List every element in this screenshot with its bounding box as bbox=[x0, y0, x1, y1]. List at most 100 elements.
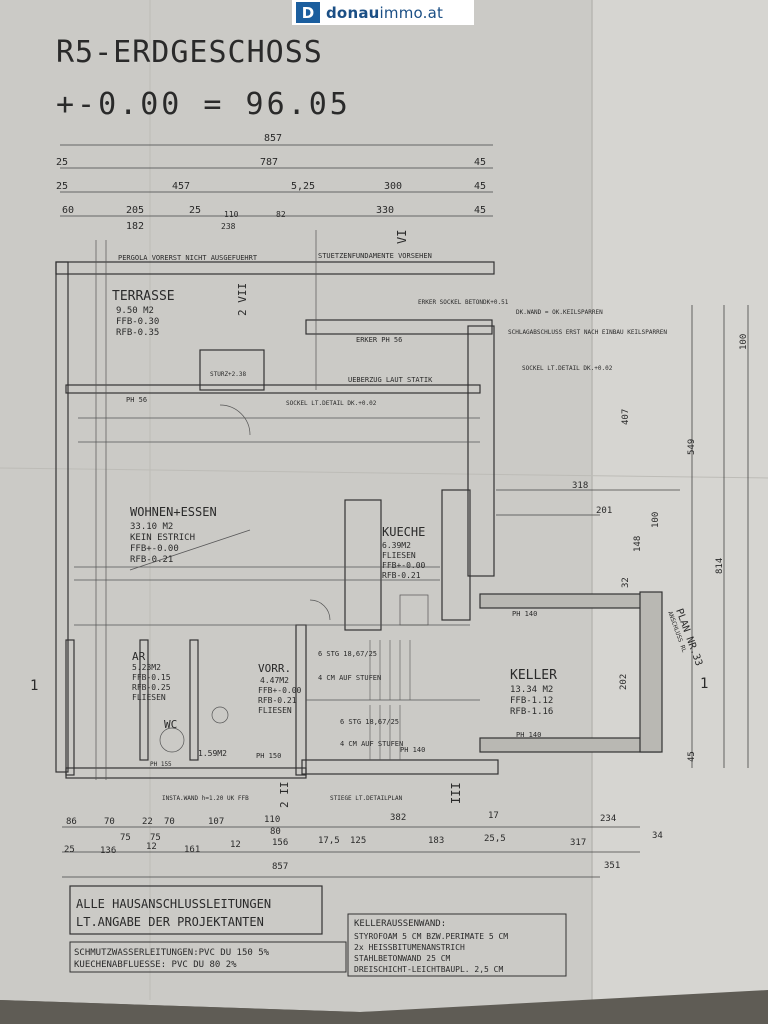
dim-text: 32 bbox=[621, 577, 631, 588]
dim-text: 318 bbox=[572, 481, 588, 491]
plan-elevation: +-0.00 = 96.05 bbox=[56, 87, 351, 122]
note-ph140: PH 140 bbox=[512, 610, 537, 618]
room-kueche: KUECHE 6.39M2 FLIESEN FFB+-0.00 RFB-0.21 bbox=[382, 525, 426, 580]
room-detail: RFB-0.25 bbox=[132, 683, 171, 692]
room-detail: FLIESEN bbox=[258, 706, 292, 715]
dim-text: 136 bbox=[100, 846, 116, 856]
dim-text: 857 bbox=[264, 133, 282, 144]
dim-text: 12 bbox=[146, 842, 157, 852]
dim-text: 814 bbox=[715, 558, 725, 574]
note-line: ALLE HAUSANSCHLUSSLEITUNGEN bbox=[76, 897, 271, 911]
dim-text: 234 bbox=[600, 814, 616, 824]
stair-annotations: 6 STG 18,67/25 4 CM AUF STUFEN 6 STG 18,… bbox=[318, 650, 403, 748]
room-ar: AR 5.23M2 FFB-0.15 RFB-0.25 FLIESEN bbox=[132, 650, 171, 702]
note-schlag: SCHLAGABSCHLUSS ERST NACH EINBAU KEILSPA… bbox=[508, 329, 667, 336]
note-ph150: PH 150 bbox=[256, 752, 281, 760]
stair-label: 4 CM AUF STUFEN bbox=[318, 674, 381, 682]
room-detail: FLIESEN bbox=[132, 693, 166, 702]
notes-box-basement-wall: KELLERAUSSENWAND: STYROFOAM 5 CM BZW.PER… bbox=[347, 913, 567, 977]
dim-text: 100 bbox=[651, 512, 661, 528]
notes-box-connections: ALLE HAUSANSCHLUSSLEITUNGEN LT.ANGABE DE… bbox=[69, 885, 323, 935]
note-line: 2x HEISSBITUMENANSTRICH bbox=[354, 943, 465, 952]
paper-fold bbox=[0, 467, 768, 479]
note-ph140: PH 140 bbox=[516, 731, 541, 739]
dim-text: 107 bbox=[208, 817, 224, 827]
note-erker: ERKER PH 56 bbox=[356, 336, 402, 344]
room-wohnen-essen: WOHNEN+ESSEN 33.10 M2 KEIN ESTRICH FFB+-… bbox=[130, 505, 217, 565]
room-detail: FFB-1.12 bbox=[510, 696, 553, 706]
right-dimension-lines bbox=[496, 305, 749, 768]
dim-text: 351 bbox=[604, 861, 620, 871]
plan-title: R5-ERDGESCHOSS bbox=[56, 35, 323, 70]
note-stuetzen: STUETZENFUNDAMENTE VORSEHEN bbox=[318, 252, 432, 260]
room-name: VORR. bbox=[258, 662, 291, 675]
room-wc: WC 1.59M2 bbox=[164, 718, 227, 758]
room-detail: 6.39M2 bbox=[382, 541, 411, 550]
dim-text: 80 bbox=[270, 827, 281, 837]
dim-text: 183 bbox=[428, 836, 444, 846]
top-dimensions: 857 25 787 45 25 457 5,25 300 45 60 205 … bbox=[56, 133, 486, 232]
bottom-dimension-lines bbox=[62, 826, 640, 878]
room-vorraum: VORR. 4.47M2 FFB+-0.00 RFB-0.21 FLIESEN bbox=[258, 662, 302, 715]
room-detail: FFB+-0.00 bbox=[130, 544, 179, 554]
dark-background bbox=[0, 990, 768, 1024]
logo-text: donauimmo.at bbox=[326, 4, 443, 22]
dim-text: 148 bbox=[633, 536, 643, 552]
dim-text: 330 bbox=[376, 205, 394, 216]
paper-fold-right bbox=[592, 0, 768, 1000]
room-name: AR bbox=[132, 650, 146, 663]
dim-text: 45 bbox=[687, 751, 697, 762]
dim-text: 70 bbox=[164, 817, 175, 827]
dim-text: 17,5 bbox=[318, 836, 340, 846]
dim-text: 17 bbox=[488, 811, 499, 821]
logo-brand-bold: donau bbox=[326, 3, 380, 22]
room-name: WOHNEN+ESSEN bbox=[130, 505, 217, 519]
note-ph155: PH 155 bbox=[150, 761, 172, 768]
dim-text: 86 bbox=[66, 817, 77, 827]
note-sockel-right: SOCKEL LT.DETAIL DK.+0.02 bbox=[522, 365, 613, 372]
bottom-dimensions: 86 70 22 70 107 110 382 17 234 75 75 80 … bbox=[64, 811, 663, 872]
note-line: DREISCHICHT-LEICHTBAUPL. 2,5 CM bbox=[354, 965, 503, 974]
room-detail: 4.47M2 bbox=[260, 676, 289, 685]
axis-mark-left: 1 bbox=[30, 678, 38, 694]
note-sturz: STURZ+2.38 bbox=[210, 371, 247, 378]
room-detail: 13.34 M2 bbox=[510, 685, 553, 695]
dim-text: 182 bbox=[126, 221, 144, 232]
walls bbox=[55, 261, 663, 779]
interior-lines bbox=[74, 230, 480, 780]
note-ueberzug: UEBERZUG LAUT STATIK bbox=[348, 376, 433, 384]
stair-label: 6 STG 18,67/25 bbox=[340, 718, 399, 726]
room-name: TERRASSE bbox=[112, 289, 175, 304]
dim-text: 161 bbox=[184, 845, 200, 855]
dim-text: 60 bbox=[62, 205, 74, 216]
room-detail: 1.59M2 bbox=[198, 749, 227, 758]
room-detail: 5.23M2 bbox=[132, 663, 161, 672]
stair-label: 6 STG 18,67/25 bbox=[318, 650, 377, 658]
room-detail: RFB-0.21 bbox=[130, 555, 173, 565]
dim-text: 382 bbox=[390, 813, 406, 823]
dim-text: 205 bbox=[126, 205, 144, 216]
dim-text: 156 bbox=[272, 838, 288, 848]
room-detail: RFB-1.16 bbox=[510, 707, 553, 717]
note-line: SCHMUTZWASSERLEITUNGEN:PVC DU 150 5% bbox=[74, 948, 270, 958]
note-sockel-mid: SOCKEL LT.DETAIL DK.+0.02 bbox=[286, 400, 377, 407]
room-detail: 33.10 M2 bbox=[130, 522, 173, 532]
section-mark-iii: III bbox=[449, 782, 463, 804]
dim-text: 82 bbox=[276, 210, 286, 219]
room-detail: RFB-0.21 bbox=[258, 696, 297, 705]
section-mark-vi: VI bbox=[395, 230, 409, 244]
watermark-logo: D donauimmo.at bbox=[292, 0, 474, 25]
dim-text: 110 bbox=[264, 815, 280, 825]
dim-text: 110 bbox=[224, 210, 239, 219]
room-detail: 9.50 M2 bbox=[116, 306, 154, 316]
note-stiege: STIEGE LT.DETAILPLAN bbox=[330, 795, 403, 802]
right-dimensions: 100 407 549 814 148 100 318 201 202 45 3… bbox=[572, 334, 749, 762]
room-name: KELLER bbox=[510, 668, 557, 683]
notes-box-drainage: SCHMUTZWASSERLEITUNGEN:PVC DU 150 5% KUE… bbox=[69, 941, 347, 973]
top-dimension-lines bbox=[60, 144, 493, 217]
dim-text: 457 bbox=[172, 181, 190, 192]
dim-text: 75 bbox=[120, 833, 131, 843]
note-line: LT.ANGABE DER PROJEKTANTEN bbox=[76, 915, 264, 929]
dim-text: 5,25 bbox=[291, 181, 315, 192]
